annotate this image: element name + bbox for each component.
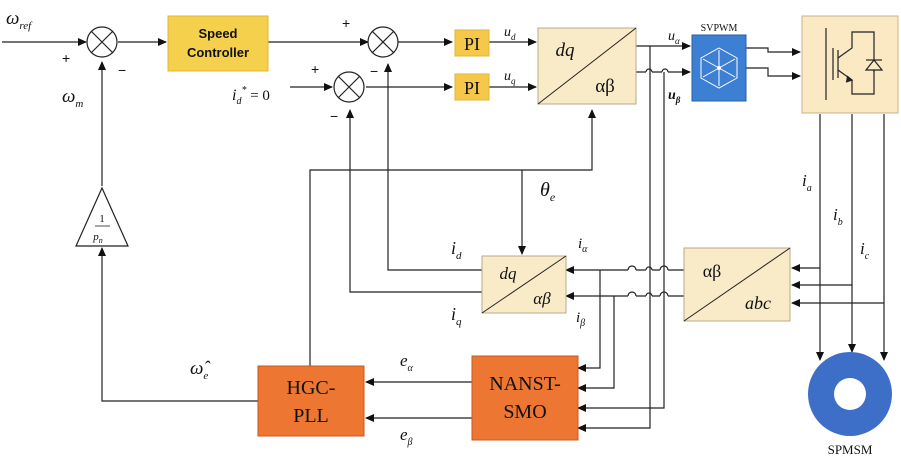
sum3-minus-sign: − — [330, 108, 338, 124]
iq-label: iq — [451, 304, 462, 328]
ic-label: ic — [860, 239, 870, 262]
inverse-park-top: dq — [556, 40, 576, 61]
speed-controller-block: Speed Controller — [167, 15, 269, 72]
ia-label: ia — [802, 171, 812, 194]
nanst-smo-line2: SMO — [503, 401, 546, 423]
motor-label: SPMSM — [828, 442, 873, 457]
theta-e-label: θe — [540, 179, 556, 204]
inverse-park-block: dq αβ — [537, 27, 637, 105]
nanst-smo-line1: NANST- — [489, 373, 561, 395]
pi-q-label: PI — [464, 78, 480, 98]
gain-denominator: pn — [92, 231, 103, 245]
hgc-pll-line2: PLL — [293, 405, 329, 427]
ualpha-label: uα — [668, 29, 680, 46]
clarke-bottom: abc — [745, 293, 771, 313]
sum2-plus-sign: + — [342, 15, 350, 31]
summing-junction-q — [333, 71, 365, 103]
clarke-block: αβ abc — [683, 247, 791, 322]
omega-m-label: ωm — [62, 86, 83, 110]
ebeta-label: eβ — [400, 425, 413, 448]
sum3-plus-sign: + — [311, 61, 319, 77]
ubeta-label: uβ — [668, 88, 681, 105]
space-vector-hexagon-icon — [700, 47, 738, 89]
pi-controller-d: PI — [454, 29, 490, 57]
pole-pair-gain-block: 1 pn — [75, 186, 129, 247]
pi-controller-q: PI — [454, 73, 490, 101]
id-label: id — [451, 238, 462, 262]
hgc-pll-block: HGC- PLL — [257, 365, 365, 437]
summing-junction-speed — [86, 26, 118, 58]
ealpha-label: eα — [400, 351, 414, 374]
sum1-plus-sign: + — [62, 50, 70, 66]
ud-label: ud — [504, 25, 516, 42]
ibeta-label: iβ — [576, 310, 585, 329]
svpwm-label: SVPWM — [701, 23, 738, 34]
clarke-top: αβ — [703, 261, 722, 281]
svpwm-block: SVPWM — [691, 23, 747, 102]
park-top: dq — [500, 264, 518, 283]
sum2-minus-sign: − — [370, 63, 378, 79]
nanst-smo-block: NANST- SMO — [471, 355, 579, 441]
ialpha-label: iα — [578, 236, 588, 255]
omega-hat-label: ω̂e — [190, 358, 211, 382]
summing-junction-d — [367, 26, 399, 58]
speed-controller-line1: Speed — [198, 26, 237, 41]
pi-d-label: PI — [464, 34, 480, 54]
inverter-block — [801, 15, 899, 114]
signal-labels: ωref ωm id* = 0 ud uq uα uβ θe id iq iα … — [6, 8, 870, 448]
park-block: dq αβ — [481, 255, 567, 314]
uq-label: uq — [504, 69, 516, 86]
ib-label: ib — [833, 205, 843, 228]
sum1-minus-sign: − — [118, 62, 126, 78]
signal-wires — [2, 38, 888, 432]
park-bottom: αβ — [533, 289, 551, 308]
omega-ref-label: ωref — [6, 8, 33, 32]
inverse-park-bottom: αβ — [595, 76, 615, 97]
speed-controller-line2: Controller — [187, 45, 249, 60]
motor: SPMSM — [808, 352, 892, 457]
gain-numerator: 1 — [99, 213, 105, 225]
hgc-pll-line1: HGC- — [287, 377, 336, 399]
igbt-switch-icon — [825, 28, 884, 100]
id-ref-label: id* = 0 — [232, 85, 270, 107]
